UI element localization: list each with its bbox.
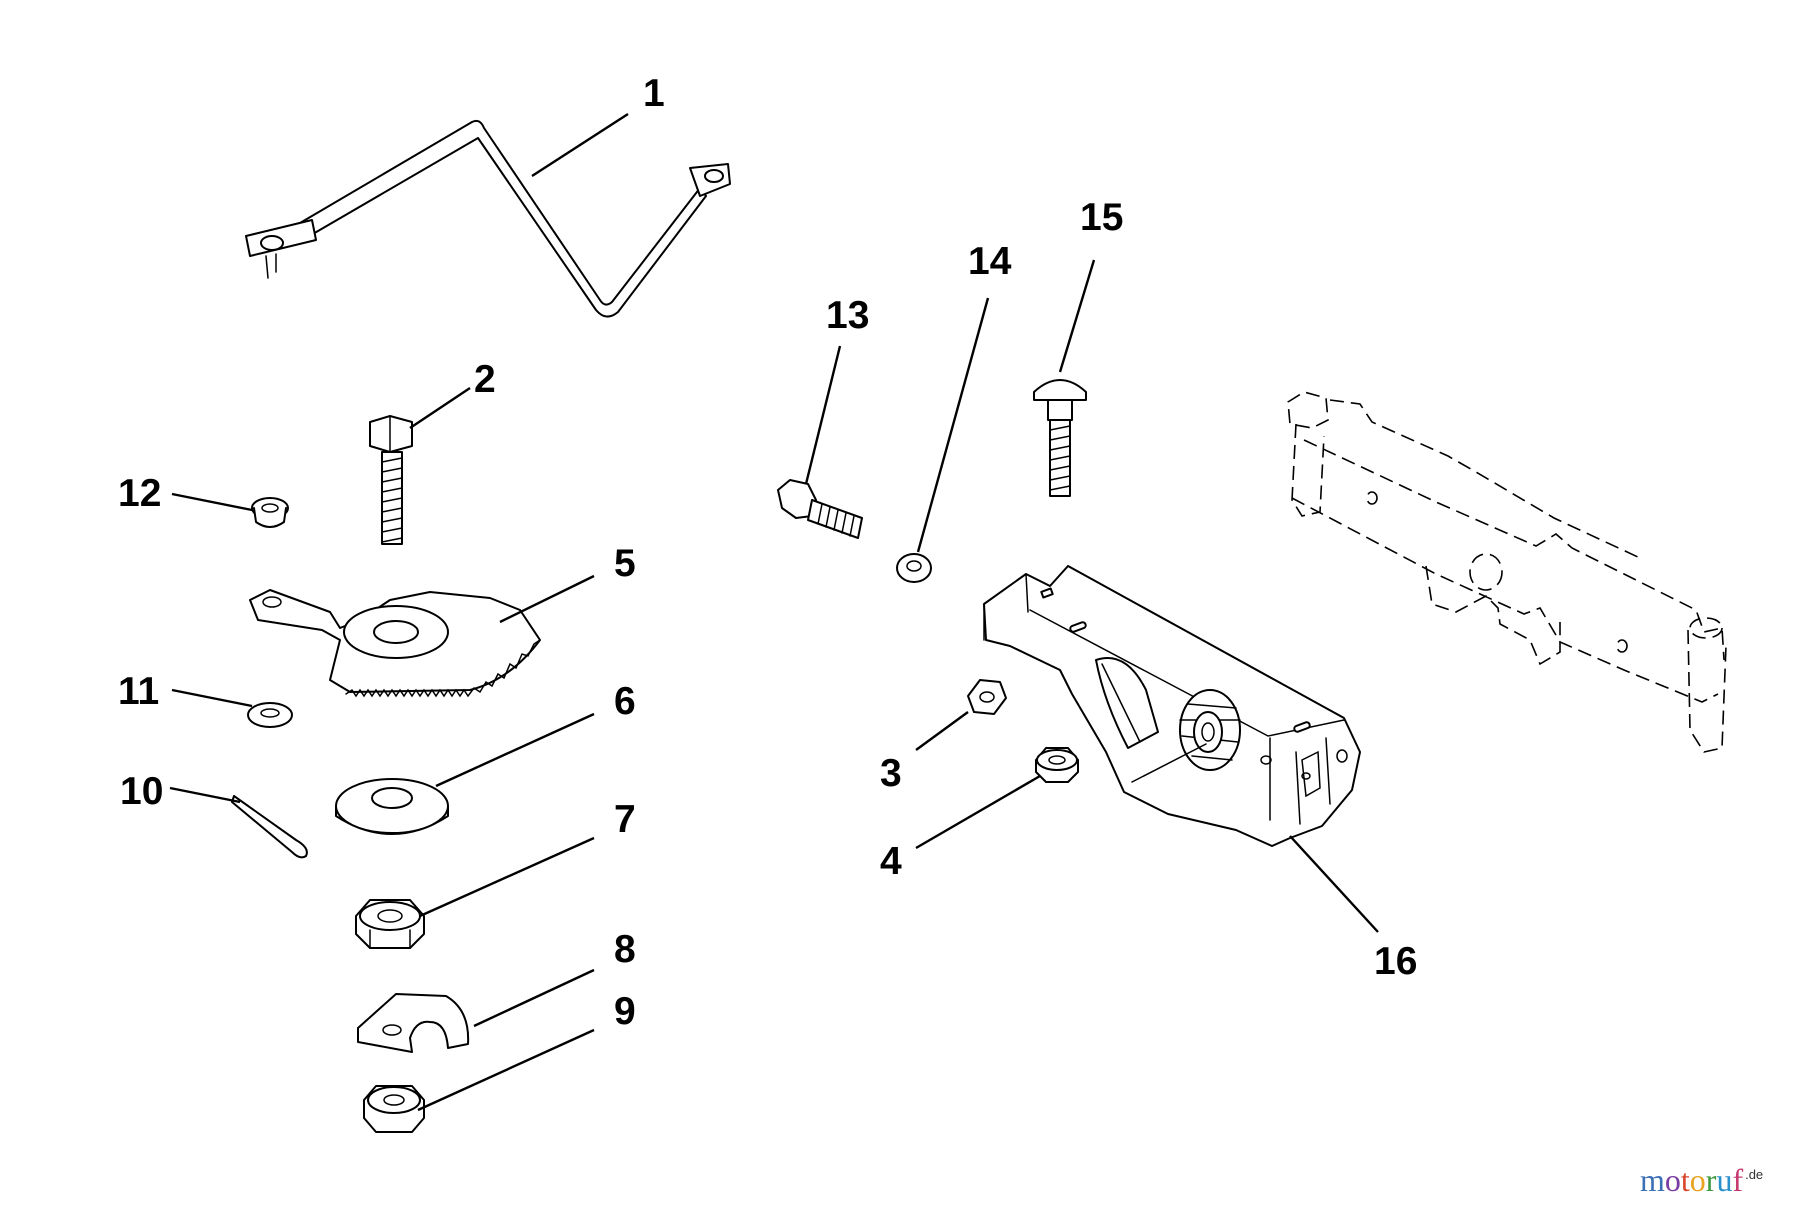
leader-1 (531, 112, 629, 178)
leader-4 (915, 774, 1041, 850)
part-12-nut (251, 497, 289, 528)
part-7-hex-nut (355, 899, 425, 949)
leader-3 (915, 711, 969, 751)
leader-16 (1289, 835, 1379, 933)
callout-16: 16 (1374, 940, 1417, 983)
callout-5: 5 (614, 542, 636, 585)
watermark-letter: r (1705, 1162, 1717, 1198)
watermark-letter: o (1689, 1162, 1706, 1198)
leader-15 (1058, 259, 1096, 373)
part-15-carriage-bolt (1033, 379, 1087, 497)
callout-2: 2 (474, 358, 496, 401)
leader-10 (169, 786, 241, 804)
leader-13 (804, 345, 842, 485)
part-14-washer (896, 553, 932, 583)
callout-15: 15 (1080, 196, 1123, 239)
part-5-sector-gear (249, 589, 541, 698)
watermark-logo: motoruf.de (1640, 1162, 1763, 1199)
leader-6 (435, 712, 595, 788)
leader-14 (916, 297, 990, 553)
callout-3: 3 (880, 752, 902, 795)
callout-7: 7 (614, 798, 636, 841)
part-1-control-rod (245, 119, 731, 318)
callout-10: 10 (120, 770, 163, 813)
callout-13: 13 (826, 294, 869, 337)
leader-5 (499, 574, 595, 624)
watermark-letter: f (1732, 1162, 1744, 1198)
leader-2 (409, 387, 471, 429)
leader-12 (171, 492, 253, 512)
part-4-hex-nut (1035, 747, 1079, 783)
part-2-hex-bolt (369, 415, 413, 545)
callout-labels: 1 2 3 4 5 6 7 8 9 10 11 12 13 14 15 16 (118, 72, 1417, 1033)
part-11-washer (247, 702, 293, 728)
part-3-hex-nut (967, 679, 1007, 715)
part-6-spacer (335, 778, 449, 835)
watermark-letter: m (1640, 1162, 1665, 1198)
leader-7 (419, 836, 595, 918)
callout-4: 4 (880, 840, 902, 883)
part-16-bracket (983, 565, 1361, 847)
callout-9: 9 (614, 990, 636, 1033)
leader-11 (171, 688, 253, 708)
part-9-hex-nut (363, 1085, 425, 1133)
callout-11: 11 (118, 670, 159, 713)
callout-8: 8 (614, 928, 636, 971)
callout-12: 12 (118, 472, 161, 515)
callout-6: 6 (614, 680, 636, 723)
watermark-letter: o (1664, 1162, 1681, 1198)
leader-8 (473, 968, 595, 1028)
part-13-hex-bolt (777, 479, 863, 539)
watermark-suffix: .de (1745, 1167, 1764, 1183)
leader-9 (417, 1028, 595, 1112)
watermark-letter: u (1716, 1162, 1733, 1198)
watermark-letter: t (1680, 1162, 1690, 1198)
reference-axle-dashed (1287, 391, 1727, 753)
part-8-clip (357, 993, 470, 1053)
callout-14: 14 (968, 240, 1012, 283)
part-10-cotter-pin (231, 795, 308, 859)
leader-lines (169, 112, 1379, 1112)
callout-1: 1 (643, 72, 665, 115)
